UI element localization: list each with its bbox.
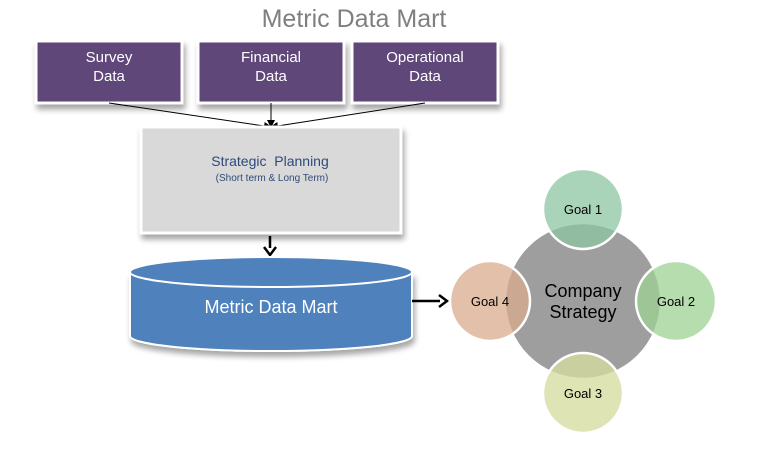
strategy-cluster: Company Strategy Goal 1 Goal 2 Goal 3 Go… [448,167,718,435]
goal-3-circle [541,351,625,435]
arrow-planning-to-datamart [263,236,277,258]
arrow-datamart-to-strategy [412,294,450,308]
connector-survey [108,102,272,130]
source-operational-box: Operational Data [350,39,500,105]
goal-4-label: Goal 4 [471,294,509,309]
strategic-planning-box: Strategic Planning (Short term & Long Te… [139,125,403,235]
company-strategy-line2: Strategy [549,302,616,322]
metric-data-mart-cylinder: Metric Data Mart [129,256,413,352]
goal-1-circle [541,167,625,251]
goal-4-circle [448,259,532,343]
source-operational-line2: Data [409,68,441,85]
diagram-title: Metric Data Mart [262,5,447,33]
goal-2-circle [634,259,718,343]
source-survey-line2: Data [93,68,125,85]
goal-2-label: Goal 2 [657,294,695,309]
source-financial-box: Financial Data [196,39,346,105]
source-financial-line2: Data [255,68,287,85]
metric-data-mart-label: Metric Data Mart [204,297,337,317]
company-strategy-line1: Company [544,281,621,301]
strategic-planning-title: Strategic Planning [211,153,329,169]
source-operational-line1: Operational [386,49,464,66]
goal-1-label: Goal 1 [564,202,602,217]
connector-operational [270,102,426,130]
goal-3-label: Goal 3 [564,386,602,401]
source-survey-line1: Survey [86,49,133,66]
source-financial-line1: Financial [241,49,301,66]
source-survey-box: Survey Data [34,39,184,105]
source-connectors [108,102,426,130]
strategic-planning-subtitle: (Short term & Long Term) [216,173,329,184]
